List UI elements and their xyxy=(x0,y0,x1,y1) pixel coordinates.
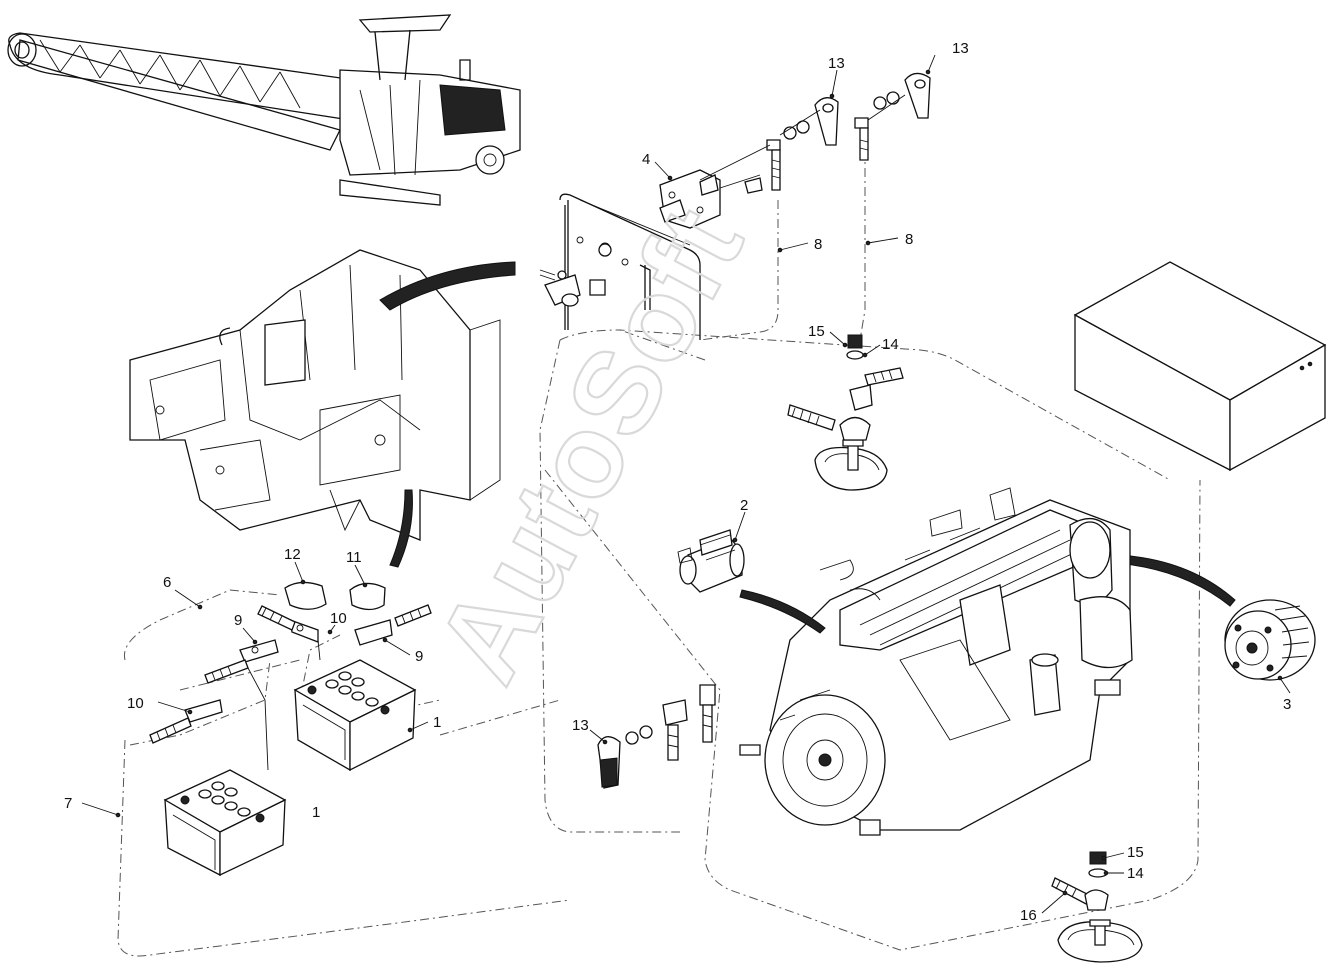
callout-11: 11 xyxy=(346,549,362,566)
callout-1-upper: 1 xyxy=(433,714,441,731)
engine-mount-upper xyxy=(787,334,904,491)
callout-3: 3 xyxy=(1283,696,1291,713)
callout-8-right: 8 xyxy=(905,231,913,248)
storage-box xyxy=(1073,261,1327,472)
callout-10-upper: 10 xyxy=(330,610,347,627)
milling-machine-overview xyxy=(7,14,521,206)
callout-14-upper: 14 xyxy=(882,336,899,353)
control-panel-bracket xyxy=(539,193,701,340)
callout-13-top: 13 xyxy=(828,55,845,72)
battery-master-switch xyxy=(659,169,763,229)
callout-15-lower: 15 xyxy=(1127,844,1144,861)
chassis-frame xyxy=(129,249,516,568)
callout-1-lower: 1 xyxy=(312,804,320,821)
diesel-engine xyxy=(739,487,1133,836)
callout-8-left: 8 xyxy=(814,236,822,253)
battery-upper xyxy=(293,659,417,772)
alternator xyxy=(1117,554,1316,681)
lower-cable-set xyxy=(597,684,716,789)
battery-terminals-cables xyxy=(149,581,432,771)
callout-14-lower: 14 xyxy=(1127,865,1144,882)
callout-10-lower: 10 xyxy=(127,695,144,712)
callout-13-top-right: 13 xyxy=(952,40,969,57)
callout-9-left: 9 xyxy=(234,612,242,629)
battery-lower xyxy=(163,769,287,877)
callout-4: 4 xyxy=(642,151,650,168)
callout-15-upper: 15 xyxy=(808,323,825,340)
callout-13-lower: 13 xyxy=(572,717,589,734)
leader-lines xyxy=(81,54,1291,914)
starter-motor xyxy=(677,529,745,593)
callout-16: 16 xyxy=(1020,907,1037,924)
assembly-boundaries xyxy=(117,130,1201,957)
callout-6: 6 xyxy=(163,574,171,591)
callout-2: 2 xyxy=(740,497,748,514)
callout-labels: 13 13 4 8 8 15 14 2 12 11 6 10 9 9 10 1 … xyxy=(64,40,1291,924)
callout-7: 7 xyxy=(64,795,72,812)
callout-9-right: 9 xyxy=(415,648,423,665)
engine-mount-lower xyxy=(1051,851,1143,963)
callout-12: 12 xyxy=(284,546,301,563)
top-cable-set xyxy=(699,72,931,191)
